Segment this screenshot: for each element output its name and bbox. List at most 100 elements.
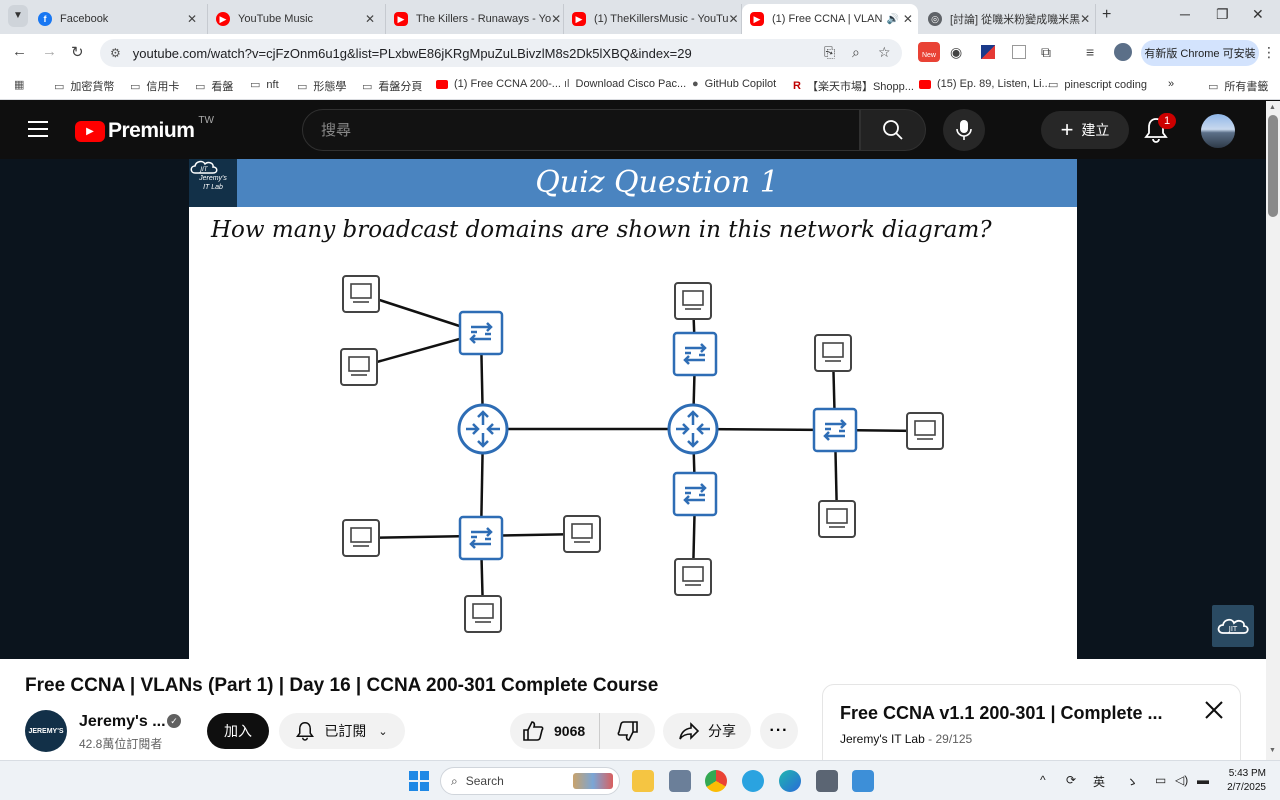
windows-start-icon[interactable] [409, 771, 429, 791]
bookmark-folder-patterns[interactable]: ▭形態學 [297, 78, 346, 94]
ime-mode-icon[interactable]: ゝ [1126, 775, 1139, 789]
youtube-premium-logo[interactable]: ▶ Premium TW [75, 115, 214, 143]
back-arrow-icon[interactable]: ← [12, 43, 27, 60]
bookmark-folder-nft[interactable]: ▭nft [250, 78, 279, 92]
bookmarks-overflow-chevron-icon[interactable]: » [1168, 78, 1175, 90]
tab-title: (1) Free CCNA | VLAN [772, 13, 883, 25]
tab-free-ccna-active[interactable]: ▶ (1) Free CCNA | VLAN 🔊 ✕ [742, 4, 918, 34]
tab-close-icon[interactable]: ✕ [364, 12, 376, 26]
extension-icon[interactable]: ◉ [950, 44, 963, 60]
telegram-icon[interactable] [742, 770, 764, 792]
search-button[interactable] [860, 109, 926, 151]
extension-new-icon[interactable]: New [918, 42, 940, 62]
tab-youtube-music[interactable]: ▶ YouTube Music ✕ [208, 4, 386, 34]
video-frame-slide[interactable]: JIT Jeremy's IT Lab Quiz Question 1 How … [189, 159, 1077, 659]
bookmark-folder-crypto[interactable]: ▭加密貨幣 [54, 78, 114, 94]
notepad-icon[interactable] [852, 770, 874, 792]
pc-10 [818, 500, 856, 538]
tab-search-chevron-icon[interactable]: ▼ [8, 5, 28, 27]
scroll-down-arrow-icon[interactable]: ▼ [1269, 747, 1276, 754]
new-tab-plus-icon[interactable]: + [1102, 6, 1112, 23]
network-icon[interactable]: ▭ [1155, 773, 1167, 787]
playlist-title[interactable]: Free CCNA v1.1 200-301 | Complete ... [840, 703, 1163, 723]
apps-grid-icon[interactable]: ▦ [14, 79, 25, 91]
create-button[interactable]: + 建立 [1041, 111, 1129, 149]
bookmark-free-ccna[interactable]: (1) Free CCNA 200-... [436, 78, 561, 90]
extension-blank-icon[interactable] [1012, 45, 1026, 59]
forward-arrow-icon[interactable]: → [42, 43, 57, 60]
taskbar-clock[interactable]: 5:43 PM 2/7/2025 [1222, 767, 1266, 795]
address-bar[interactable]: ⚙ youtube.com/watch?v=cjFzOnm6u1g&list=P… [100, 39, 902, 67]
close-window-icon[interactable]: ✕ [1252, 6, 1264, 22]
chrome-update-button[interactable]: 有新版 Chrome 可安裝 [1141, 40, 1259, 66]
tab-forum-discussion[interactable]: ◎ [討論] 從嘰米粉變成嘰米黑 ✕ [920, 4, 1096, 34]
extension-flag-icon[interactable] [981, 45, 995, 59]
bookmark-label: 看盤 [211, 81, 234, 93]
chrome-icon[interactable] [705, 770, 727, 792]
bookmark-star-icon[interactable]: ☆ [878, 44, 891, 60]
playlist-meta: Jeremy's IT Lab - 29/125 [840, 732, 973, 746]
tab-close-icon[interactable]: ✕ [1080, 12, 1091, 26]
all-bookmarks-folder[interactable]: ▭所有書籤 [1208, 78, 1268, 94]
extensions-puzzle-icon[interactable]: ⧉ [1041, 44, 1051, 60]
taskbar-app-icon[interactable] [669, 770, 691, 792]
tab-facebook[interactable]: f Facebook ✕ [30, 4, 208, 34]
profile-avatar-icon[interactable] [1114, 43, 1132, 61]
more-actions-button[interactable]: ··· [760, 713, 798, 749]
like-button[interactable]: 9068 [510, 713, 600, 749]
share-button[interactable]: 分享 [663, 713, 751, 749]
bookmark-github-copilot[interactable]: ●GitHub Copilot [692, 78, 776, 90]
bookmark-folder-pinescript[interactable]: ▭pinescript coding [1048, 78, 1147, 92]
account-avatar[interactable] [1201, 114, 1235, 148]
join-button[interactable]: 加入 [207, 713, 269, 749]
subscribed-button[interactable]: 已訂閱 ⌄ [279, 713, 405, 749]
slide-question: How many broadcast domains are shown in … [211, 217, 992, 243]
media-control-icon[interactable]: ≡ [1086, 44, 1095, 60]
tray-chevron-up-icon[interactable]: ^ [1040, 773, 1046, 787]
channel-name[interactable]: Jeremy's ... [79, 713, 166, 730]
channel-watermark[interactable]: JIT [1212, 605, 1254, 647]
scroll-up-arrow-icon[interactable]: ▲ [1269, 104, 1276, 111]
menu-kebab-icon[interactable]: ⋮ [1262, 44, 1276, 60]
tab-close-icon[interactable]: ✕ [186, 12, 198, 26]
taskbar-search-box[interactable]: ⌕ Search [440, 767, 620, 795]
bookmark-rakuten[interactable]: R【楽天市場】Shopp... [793, 78, 914, 94]
hamburger-menu-icon[interactable] [28, 121, 48, 142]
calculator-icon[interactable] [816, 770, 838, 792]
speaker-icon[interactable]: 🔊 [886, 13, 899, 25]
channel-avatar[interactable]: JEREMY'S [25, 710, 67, 752]
file-explorer-icon[interactable] [632, 770, 654, 792]
install-app-icon[interactable]: ⎘ [824, 44, 836, 60]
close-playlist-icon[interactable] [1203, 699, 1225, 721]
battery-icon[interactable]: ▬ [1197, 773, 1209, 787]
bookmark-folder-charts[interactable]: ▭看盤 [195, 78, 233, 94]
country-code: TW [198, 115, 214, 126]
ime-language-indicator[interactable]: 英 [1093, 775, 1106, 789]
reload-icon[interactable]: ↻ [71, 44, 84, 61]
tab-the-killers-runaways[interactable]: ▶ The Killers - Runaways - Yo ✕ [386, 4, 564, 34]
playlist-channel[interactable]: Jeremy's IT Lab [840, 732, 925, 746]
edge-icon[interactable] [779, 770, 801, 792]
scrollbar-thumb[interactable] [1268, 115, 1278, 217]
zoom-icon[interactable]: ⌕ [852, 44, 860, 60]
tab-thekillersmusic[interactable]: ▶ (1) TheKillersMusic - YouTu ✕ [564, 4, 742, 34]
restore-window-icon[interactable]: ❐ [1216, 6, 1229, 22]
sync-icon[interactable]: ⟳ [1066, 773, 1077, 787]
tab-close-icon[interactable]: ✕ [551, 12, 562, 26]
minimize-icon[interactable]: ─ [1180, 6, 1190, 22]
search-input[interactable] [321, 121, 859, 139]
tab-close-icon[interactable]: ✕ [728, 12, 739, 26]
volume-icon[interactable]: ◁) [1175, 773, 1189, 787]
search-box[interactable] [302, 109, 860, 151]
bookmark-ep89-listen[interactable]: (15) Ep. 89, Listen, Li... [919, 78, 1051, 90]
search-icon [883, 120, 903, 140]
tab-close-icon[interactable]: ✕ [902, 12, 913, 26]
voice-search-button[interactable] [943, 109, 985, 151]
url-text[interactable]: youtube.com/watch?v=cjFzOnm6u1g&list=PLx… [132, 45, 692, 61]
bookmark-folder-credit-card[interactable]: ▭信用卡 [130, 78, 179, 94]
page-scrollbar[interactable]: ▲ ▼ [1266, 101, 1280, 760]
bookmark-folder-chart-tabs[interactable]: ▭看盤分頁 [362, 78, 422, 94]
site-info-icon[interactable]: ⚙ [110, 46, 121, 60]
dislike-button[interactable] [600, 721, 655, 741]
